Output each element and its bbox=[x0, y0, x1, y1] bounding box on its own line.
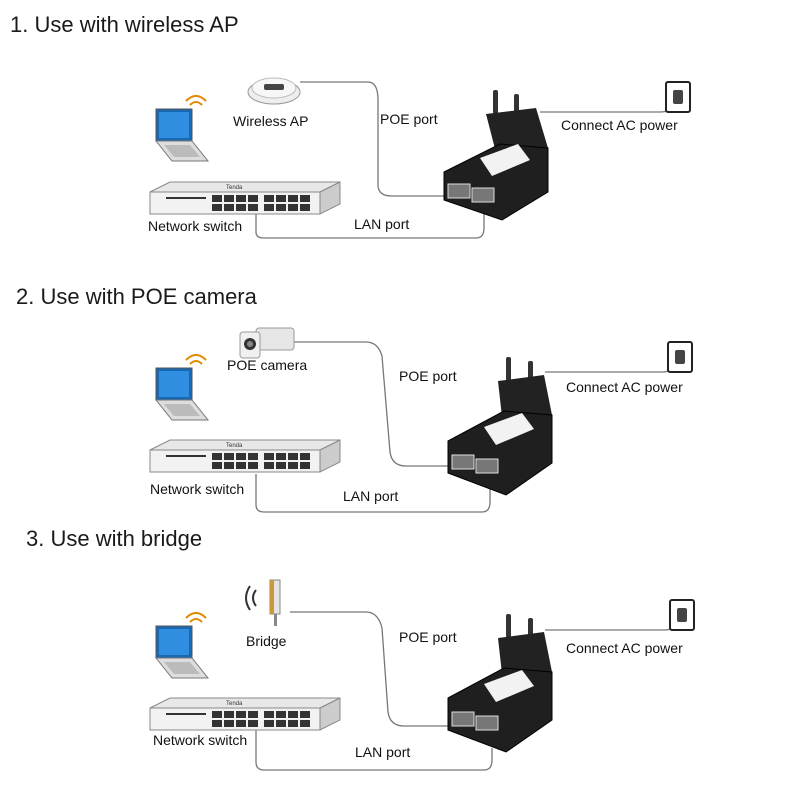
connect-ac-power-label: Connect AC power bbox=[566, 379, 683, 395]
lan-port-label: LAN port bbox=[355, 744, 411, 760]
network-switch-icon: Tenda bbox=[149, 697, 341, 731]
svg-text:Tenda: Tenda bbox=[226, 701, 243, 707]
wireless-ap-icon bbox=[247, 77, 301, 105]
svg-text:Tenda: Tenda bbox=[226, 185, 243, 191]
ac-cable-2 bbox=[545, 361, 677, 373]
poe-port-label: POE port bbox=[399, 629, 457, 645]
power-outlet-icon bbox=[665, 81, 691, 113]
svg-text:Tenda: Tenda bbox=[226, 443, 243, 449]
laptop-icon bbox=[154, 612, 210, 679]
poe-port-label: POE port bbox=[399, 368, 457, 384]
network-switch-icon: Tenda bbox=[149, 181, 341, 215]
power-outlet-icon bbox=[669, 599, 695, 631]
poe-cable-2 bbox=[292, 341, 448, 467]
poe-cable-3 bbox=[290, 611, 448, 727]
network-switch-label: Network switch bbox=[153, 732, 248, 748]
lan-cable-2 bbox=[255, 474, 491, 513]
laptop-icon bbox=[154, 354, 210, 421]
lan-port-label: LAN port bbox=[343, 488, 399, 504]
section-3-title: 3. Use with bridge bbox=[26, 526, 203, 551]
poe-injector-icon bbox=[447, 614, 553, 753]
connect-ac-power-label: Connect AC power bbox=[566, 640, 683, 656]
poe-port-label: POE port bbox=[380, 111, 438, 127]
power-outlet-icon bbox=[667, 341, 693, 373]
poe-injector-icon bbox=[447, 357, 553, 496]
lan-cable-1 bbox=[255, 210, 485, 239]
bridge-label: Bridge bbox=[246, 633, 287, 649]
poe-injector-icon bbox=[443, 90, 549, 221]
laptop-icon bbox=[154, 95, 210, 162]
section-1-title: 1. Use with wireless AP bbox=[10, 12, 239, 37]
network-switch-icon: Tenda bbox=[149, 439, 341, 473]
network-switch-label: Network switch bbox=[150, 481, 245, 497]
section-2-title: 2. Use with POE camera bbox=[16, 284, 257, 309]
connect-ac-power-label: Connect AC power bbox=[561, 117, 678, 133]
poe-camera-icon bbox=[239, 327, 295, 359]
poe-cable-1 bbox=[300, 81, 446, 197]
wireless-ap-label: Wireless AP bbox=[233, 113, 309, 129]
poe-camera-label: POE camera bbox=[227, 357, 308, 373]
ac-cable-3 bbox=[545, 619, 679, 631]
lan-cable-3 bbox=[255, 730, 493, 771]
network-switch-label: Network switch bbox=[148, 218, 243, 234]
lan-port-label: LAN port bbox=[354, 216, 410, 232]
bridge-icon bbox=[245, 579, 281, 626]
ac-cable-1 bbox=[540, 103, 673, 113]
